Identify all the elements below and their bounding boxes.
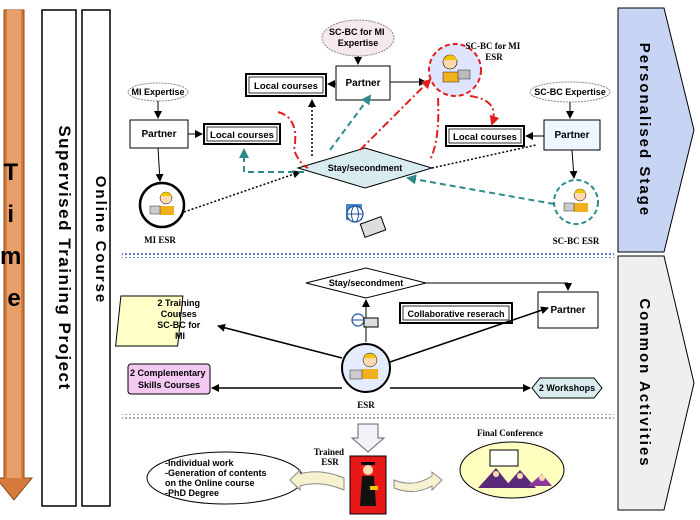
curved-arrow-right	[393, 470, 443, 492]
time-arrow	[0, 9, 34, 501]
partner-right-label: Partner	[554, 130, 589, 141]
line-stay-right	[431, 144, 537, 169]
partner-left-label: Partner	[141, 129, 176, 140]
scbc-mi-expertise-label: SC-BC for MI Expertise	[329, 27, 387, 48]
online-label: Online Course	[92, 176, 109, 305]
common-activities-shape	[617, 255, 695, 511]
partner-center-label: Partner	[345, 78, 380, 89]
collab-label: Collaborative reserach	[407, 309, 504, 319]
workshops-label: 2 Workshops	[539, 383, 595, 393]
down-arrow	[350, 423, 386, 453]
separator-top	[122, 252, 614, 258]
local-courses-top-box	[245, 73, 327, 97]
student-icon	[563, 188, 588, 212]
separator-bottom	[122, 414, 614, 420]
time-letter: i	[7, 201, 14, 228]
mi-expertise-ellipse	[127, 82, 189, 102]
scbc-mi-esr-circle	[428, 43, 482, 97]
red-curve-right	[429, 97, 440, 161]
partner-right-box	[543, 119, 601, 151]
supervised-label: Supervised Training Project	[55, 125, 74, 390]
workshops-hexagon	[531, 377, 603, 399]
arrow-stay-local-left	[239, 148, 304, 173]
scbc-esr-circle	[553, 179, 599, 225]
individual-label: -Individual work -Generation of contents…	[165, 458, 269, 498]
graduate-icon	[360, 462, 378, 506]
globe-computer-icon	[351, 313, 379, 328]
arrow-esr-local-right	[469, 95, 500, 126]
skills-label: 2 Complementary Skills Courses	[130, 368, 208, 390]
supervised-column	[41, 9, 77, 507]
collab-box	[399, 302, 513, 324]
arrow-esr-training	[217, 323, 343, 359]
online-column	[81, 9, 111, 507]
arrow-stay-esr	[359, 78, 432, 151]
scbc-mi-esr-label: SC-BC for MI ESR	[465, 41, 522, 62]
training-courses-label: 2 Training Courses SC-BC for MI	[157, 298, 203, 341]
arrow-stay-partner	[329, 94, 372, 151]
final-conference-label: Final Conference	[477, 428, 543, 438]
partner-center-box	[335, 65, 391, 101]
time-letter: T	[3, 159, 18, 186]
mi-esr-label: MI ESR	[144, 235, 176, 245]
partner-left-box	[129, 119, 189, 149]
mi-esr-circle	[138, 181, 186, 229]
local-courses-left-box	[203, 123, 281, 145]
stay-top-label: Stay/secondment	[328, 163, 403, 173]
student-icon	[149, 191, 174, 215]
common-label: Common Activities	[636, 298, 653, 467]
arrow-partner-miesr	[155, 147, 164, 182]
student-icon	[349, 352, 378, 380]
partner-middle-label: Partner	[550, 305, 585, 316]
red-curve-left	[277, 111, 309, 169]
arrow-partner-scbcesr	[569, 149, 578, 179]
conference-icon	[478, 449, 552, 488]
time-letter: m	[0, 243, 21, 270]
arrow-scbcesr-stay	[406, 174, 555, 205]
training-courses-box	[115, 295, 184, 347]
time-label: T i m e	[0, 159, 28, 312]
globe-computer-icon	[346, 204, 387, 238]
local-courses-right-label: Local courses	[453, 132, 517, 143]
skills-box	[127, 363, 211, 395]
personalised-label: Personalised Stage	[636, 43, 653, 217]
student-icon	[442, 54, 471, 83]
curved-arrow-left	[289, 468, 345, 492]
local-courses-left-label: Local courses	[210, 130, 274, 141]
arrow-esr-partner	[389, 306, 549, 363]
arrow-miesr-stay	[183, 170, 301, 213]
mi-expertise-label: MI Expertise	[131, 87, 184, 97]
esr-middle-circle	[341, 343, 391, 393]
esr-middle-label: ESR	[357, 400, 375, 410]
time-letter: e	[7, 285, 20, 312]
scbc-expertise-label: SC-BC Expertise	[534, 87, 606, 97]
stay-middle-label: Stay/secondment	[329, 278, 404, 288]
personalised-stage-shape	[617, 7, 695, 253]
local-courses-top-label: Local courses	[254, 81, 318, 92]
scbc-esr-label: SC-BC ESR	[553, 236, 600, 246]
local-courses-right-box	[445, 125, 525, 147]
trained-esr-label: Trained ESR	[314, 447, 347, 467]
